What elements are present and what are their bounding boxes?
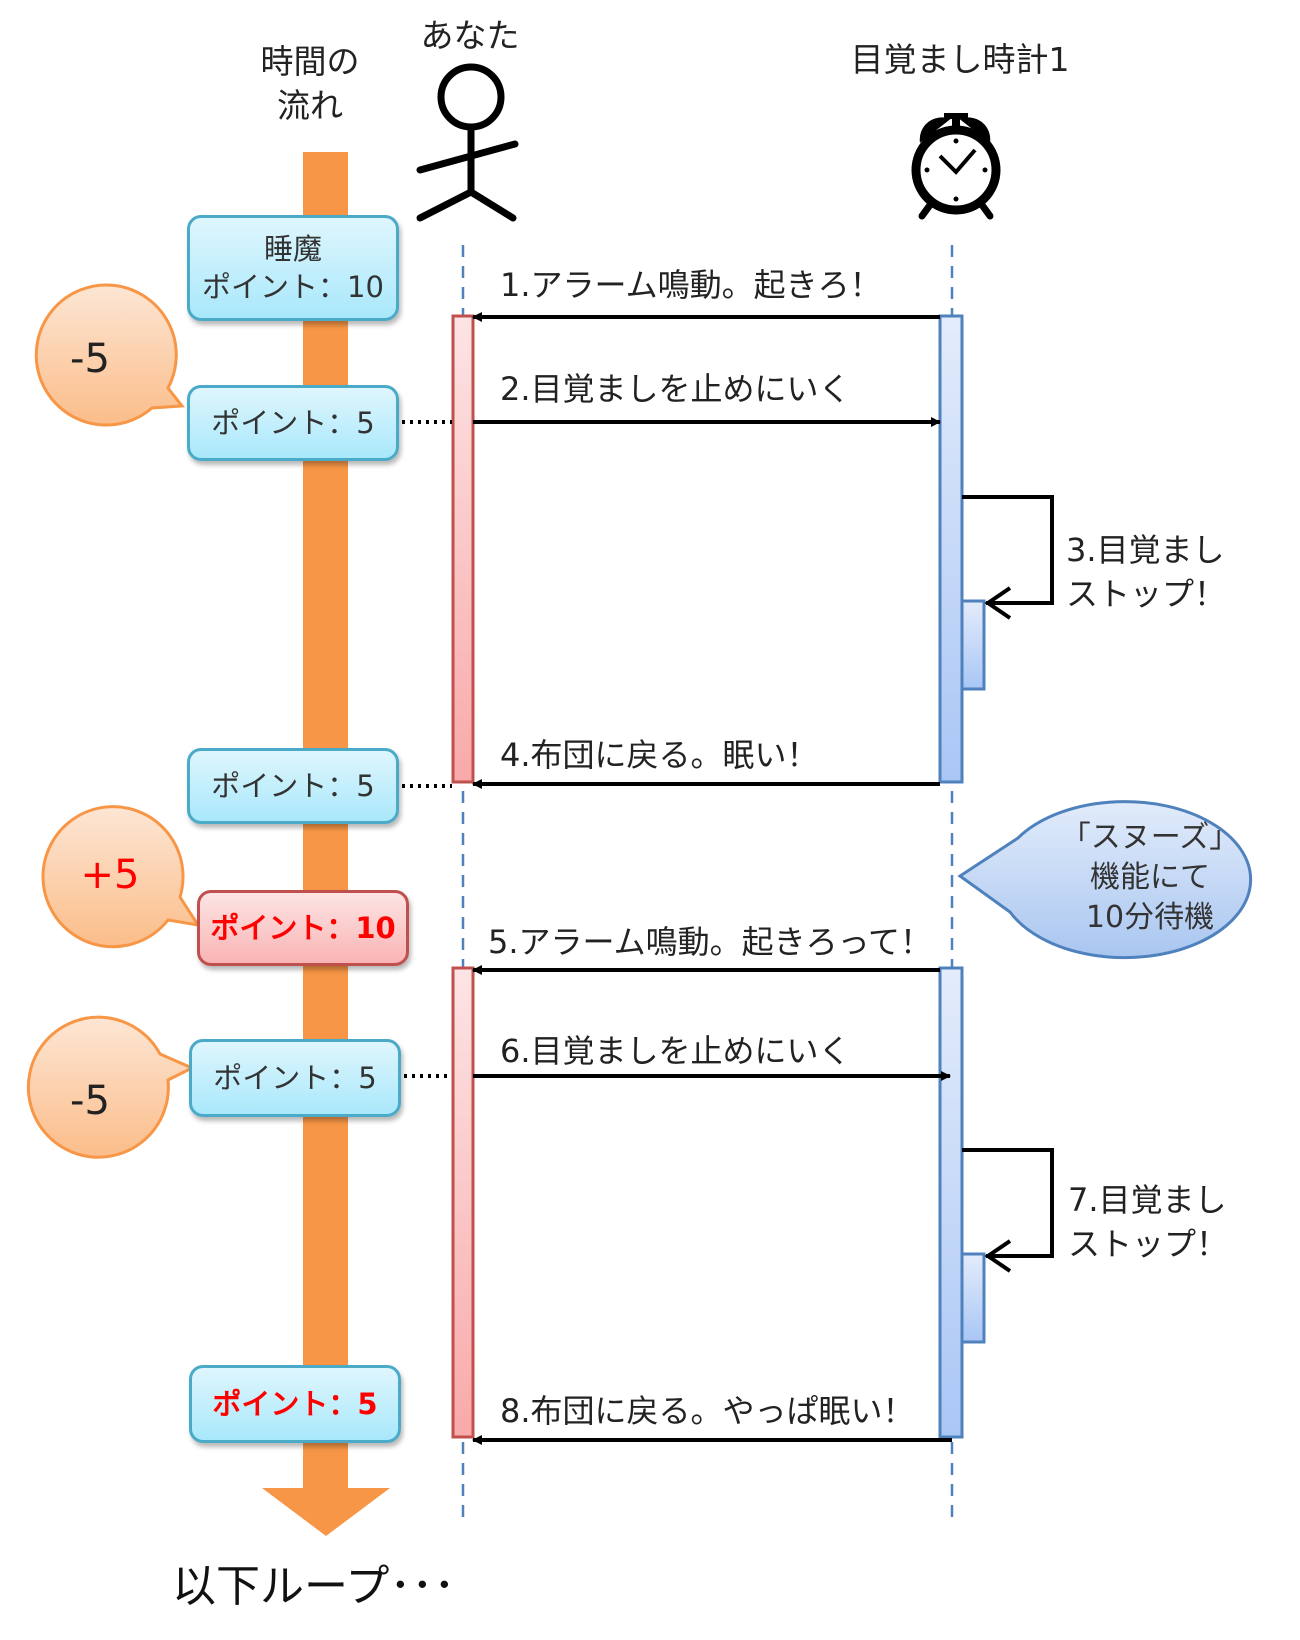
message-arrow-7 xyxy=(962,1148,1054,1258)
message-label-8: 8.布団に戻る。やっぱ眠い！ xyxy=(500,1392,915,1430)
point-box-4: ポイント：5 xyxy=(187,748,399,824)
time-flow-label: 時間の 流れ xyxy=(260,42,360,125)
point-box-value: ポイント：10 xyxy=(202,270,384,304)
actor-you-label: あなた xyxy=(420,16,520,55)
point-box-6: ポイント：5 xyxy=(189,1039,401,1117)
alarm-clock-label: 目覚まし時計1 xyxy=(850,40,1070,79)
message-label-5: 5.アラーム鳴動。起きろって！ xyxy=(488,923,932,961)
delta-bubble-1-text: -5 xyxy=(70,336,110,382)
point-box-value: ポイント：5 xyxy=(211,406,375,440)
time-flow-arrow xyxy=(262,152,390,1536)
delta-bubble-2-text: +5 xyxy=(80,852,140,898)
point-box-value: ポイント：5 xyxy=(212,1387,378,1421)
point-box-initial: 睡魔 ポイント：10 xyxy=(187,215,399,321)
snooze-note-line3: 10分待機 xyxy=(1085,900,1215,935)
delta-bubble-3-text: -5 xyxy=(70,1078,110,1124)
delta-bubble-3 xyxy=(26,1015,196,1159)
point-box-snooze: ポイント：10 xyxy=(197,890,409,966)
message-label-7-line2: ストップ！ xyxy=(1068,1225,1229,1263)
activation-you-2 xyxy=(451,966,475,1439)
stick-figure-icon xyxy=(416,63,519,222)
activation-clock-2-self xyxy=(960,1252,986,1344)
message-label-4: 4.布団に戻る。眠い！ xyxy=(500,736,819,774)
point-box-value: ポイント：5 xyxy=(211,769,375,803)
message-arrow-7-head xyxy=(984,1239,1012,1273)
point-box-value: ポイント：5 xyxy=(213,1061,377,1095)
message-label-7: 7.目覚まし ストップ！ xyxy=(1068,1178,1228,1266)
message-label-7-line1: 7.目覚まし xyxy=(1068,1181,1227,1219)
delta-bubble-2 xyxy=(41,805,202,949)
snooze-note-line1: 「スヌーズ」 xyxy=(1060,820,1240,855)
point-box-value: ポイント：10 xyxy=(210,911,396,945)
activation-clock-1-self xyxy=(960,599,986,691)
message-label-3-line1: 3.目覚まし xyxy=(1066,531,1225,569)
activation-clock-2 xyxy=(938,966,964,1439)
snooze-note-bubble xyxy=(957,800,1253,960)
message-label-3: 3.目覚まし ストップ！ xyxy=(1066,528,1226,616)
message-arrow-3 xyxy=(962,495,1054,605)
point-box-2: ポイント：5 xyxy=(187,385,399,461)
loop-footer-label: 以下ループ･･･ xyxy=(172,1561,456,1612)
message-label-6: 6.目覚ましを止めにいく xyxy=(500,1032,851,1070)
snooze-note-text: 「スヌーズ」 機能にて 10分待機 xyxy=(1030,818,1270,938)
point-box-8: ポイント：5 xyxy=(189,1365,401,1443)
activation-clock-1 xyxy=(938,314,964,784)
delta-bubble-1 xyxy=(34,283,185,427)
message-label-2: 2.目覚ましを止めにいく xyxy=(500,370,851,408)
alarm-clock-icon xyxy=(911,113,1001,220)
message-label-1: 1.アラーム鳴動。起きろ！ xyxy=(500,266,882,304)
point-box-title: 睡魔 xyxy=(263,232,322,266)
snooze-note-line2: 機能にて xyxy=(1090,860,1210,895)
message-label-3-line2: ストップ！ xyxy=(1066,575,1227,613)
activation-you-1 xyxy=(451,314,475,784)
message-arrow-3-head xyxy=(984,586,1012,620)
